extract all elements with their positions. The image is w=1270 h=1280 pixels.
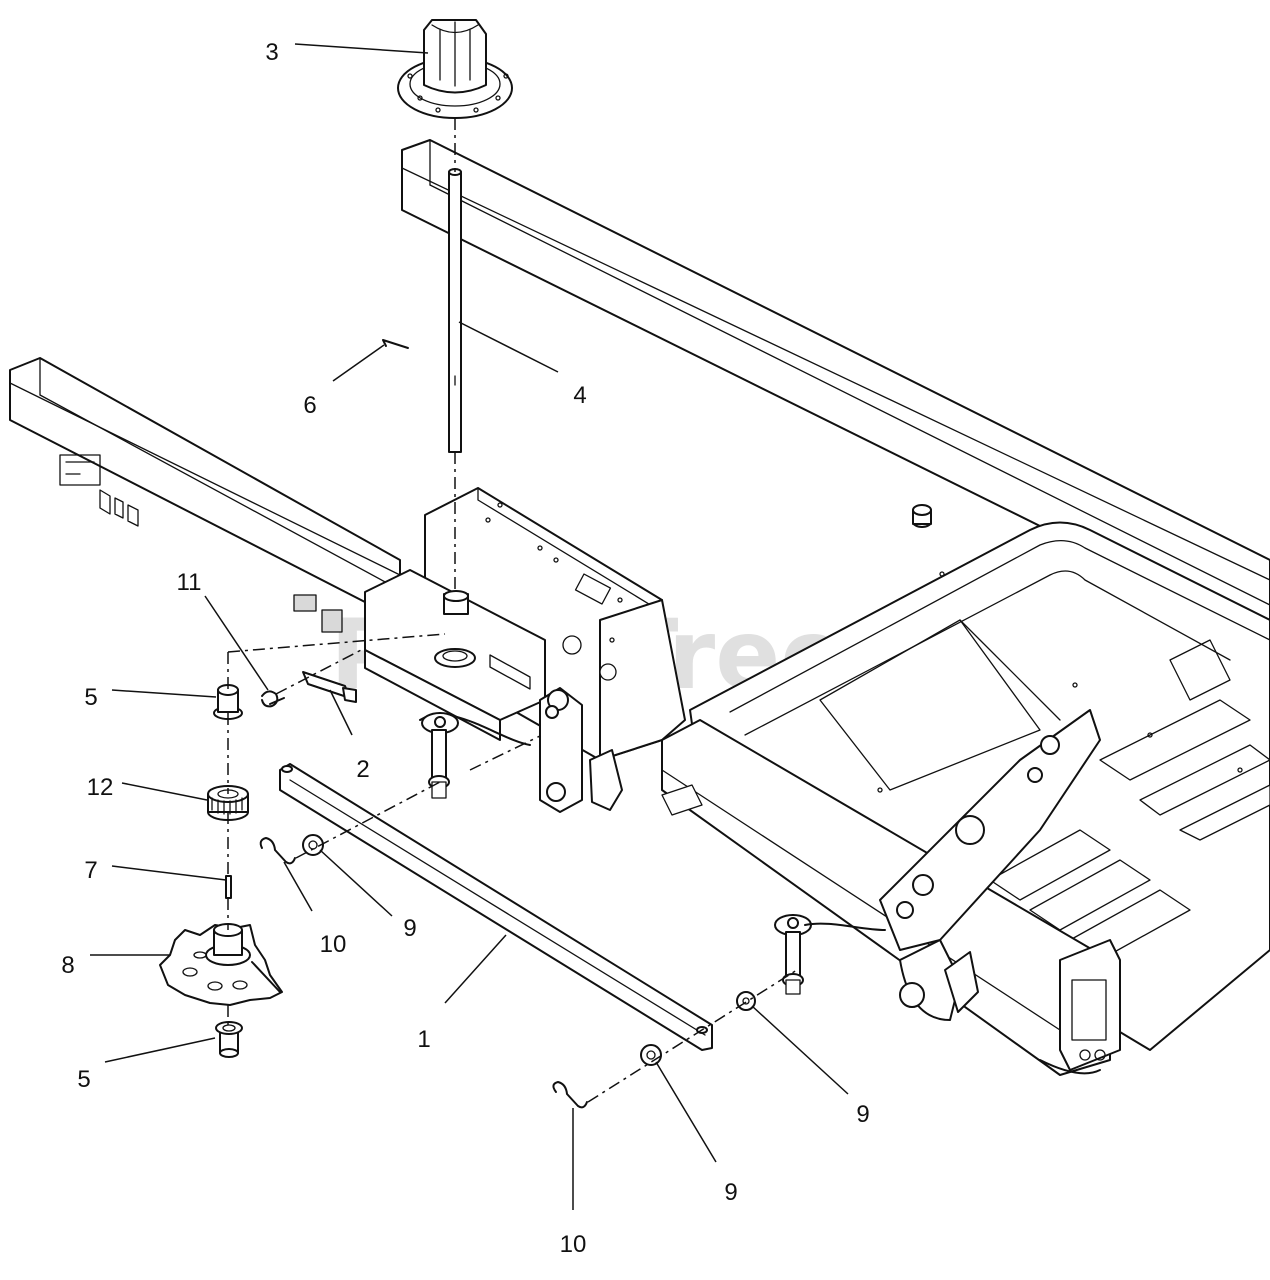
part-3-height-knob (397, 19, 513, 119)
bellcrank-left (419, 687, 623, 813)
assembly-lines (227, 118, 801, 1103)
callout-9-b: 9 (856, 1101, 869, 1128)
deck-tub (689, 521, 1270, 1051)
callout-9-c: 9 (724, 1179, 737, 1206)
callout-4: 4 (573, 382, 586, 409)
part-11-clip (261, 690, 285, 708)
part-10-clip-a (259, 837, 296, 865)
part-9-washer-c (640, 1044, 662, 1066)
callout-6: 6 (303, 392, 316, 419)
callout-5-top: 5 (84, 684, 97, 711)
callout-2: 2 (356, 756, 369, 783)
ball-joint-left (421, 712, 459, 799)
callout-1: 1 (417, 1026, 430, 1053)
part-4-shaft (448, 168, 462, 453)
callout-10-b: 10 (560, 1231, 587, 1258)
frame-left-rail (9, 357, 401, 633)
part-9-washer-b (736, 991, 756, 1011)
callout-5-bottom: 5 (77, 1066, 90, 1093)
part-10-clip-b (552, 1081, 588, 1109)
callout-11: 11 (177, 569, 202, 596)
leader-lines (90, 43, 849, 1210)
part-8-sprocket-plate (159, 923, 283, 1006)
ball-joint-right (774, 914, 886, 995)
part-5-bushing-bottom (215, 1021, 243, 1058)
callout-12: 12 (87, 774, 114, 801)
callout-8: 8 (61, 952, 74, 979)
part-7-key (225, 875, 232, 899)
part-2-bracket (302, 671, 357, 703)
part-6-pin (382, 339, 409, 349)
callout-7: 7 (84, 857, 97, 884)
frame-right-rail (401, 139, 1270, 641)
callout-9-a: 9 (403, 915, 416, 942)
callouts: 3 4 6 11 5 2 12 7 9 10 8 1 5 9 9 10 (61, 39, 869, 1258)
part-1-link-bar (279, 763, 713, 1051)
callout-3: 3 (265, 39, 278, 66)
bellcrank-right (879, 709, 1101, 1021)
frame-stud (912, 504, 932, 528)
callout-10-a: 10 (320, 931, 347, 958)
